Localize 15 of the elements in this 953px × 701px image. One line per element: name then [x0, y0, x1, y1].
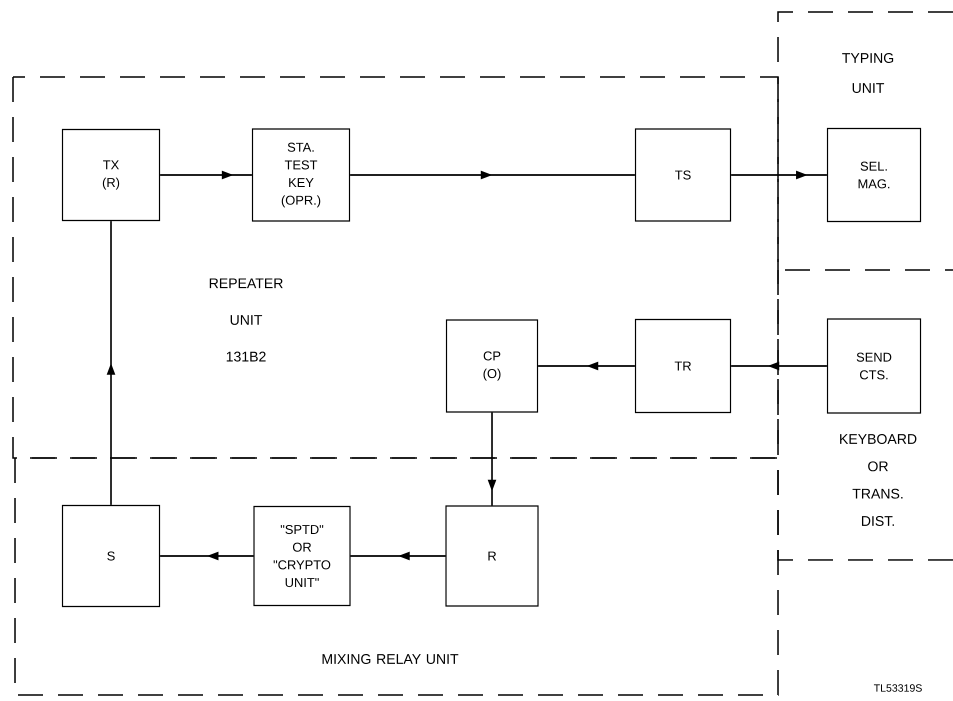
block-box: S: [62, 504, 160, 608]
block-box: STA. TEST KEY (OPR.): [252, 128, 350, 222]
region-label: REPEATER UNIT 131B2: [210, 278, 283, 362]
block-box: "SPTD" OR "CRYPTO UNIT": [253, 506, 351, 606]
block-box: CP (O): [446, 319, 538, 413]
block-box: TR: [634, 318, 732, 414]
block-box: TS: [634, 128, 732, 222]
block-box: SEND CTS.: [826, 318, 922, 414]
region-label: TYPING UNIT: [842, 53, 894, 93]
block-box: TX (R): [62, 128, 160, 222]
region-label: MIXING RELAY UNIT: [322, 654, 458, 664]
block-box: SEL. MAG.: [826, 128, 922, 222]
region-label: KEYBOARD OR TRANS. DIST.: [840, 434, 916, 526]
block-box: R: [445, 505, 539, 607]
drawing-number: TL53319S: [874, 684, 922, 692]
